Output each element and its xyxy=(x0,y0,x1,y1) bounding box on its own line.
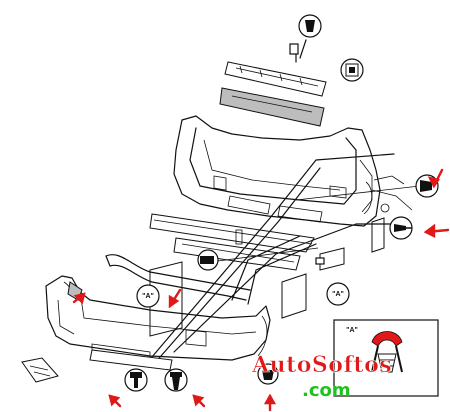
clip-icon xyxy=(298,14,322,38)
top-bracket xyxy=(289,43,299,55)
detail-callout-right: "A" xyxy=(326,282,350,306)
arrow-icon xyxy=(192,394,206,408)
arrow-icon xyxy=(263,393,277,412)
detail-callout-left-label: "A" xyxy=(142,293,154,300)
detail-callout-left: "A" xyxy=(136,284,160,308)
clip-icon xyxy=(340,58,364,82)
lower-center-trim xyxy=(89,349,173,371)
small-clip xyxy=(315,257,325,265)
assembly-guide-lines xyxy=(145,153,421,365)
arrow-icon xyxy=(423,223,450,238)
screw-icon xyxy=(389,216,413,240)
center-bracket-panel xyxy=(281,273,307,319)
arrow-icon xyxy=(108,394,122,408)
right-mount-pad xyxy=(319,247,345,271)
push-pin-icon xyxy=(164,368,188,392)
bumper-cover xyxy=(45,275,271,361)
watermark-line2: .com xyxy=(302,380,351,401)
arrow-icon xyxy=(72,292,86,305)
lower-left-trim xyxy=(21,357,59,383)
upper-trim-strip xyxy=(224,61,327,97)
detail-callout-right-label: "A" xyxy=(332,291,344,298)
arrow-icon xyxy=(168,288,182,309)
screw-icon xyxy=(124,368,148,392)
upper-bumper-trim xyxy=(105,254,251,301)
inset-label: "A" xyxy=(346,327,358,334)
body-rear-section xyxy=(173,115,413,227)
pliers-icon xyxy=(371,331,403,373)
left-bracket-panel xyxy=(149,261,183,337)
arrow-icon xyxy=(427,168,444,189)
lower-trim-strip xyxy=(219,87,325,127)
right-bracket-panel xyxy=(371,217,385,253)
watermark-line1: AutoSoftos xyxy=(251,352,392,378)
clip-icon xyxy=(257,363,279,385)
screw-icon xyxy=(197,249,219,271)
inset-detail-box: "A" xyxy=(333,319,439,397)
